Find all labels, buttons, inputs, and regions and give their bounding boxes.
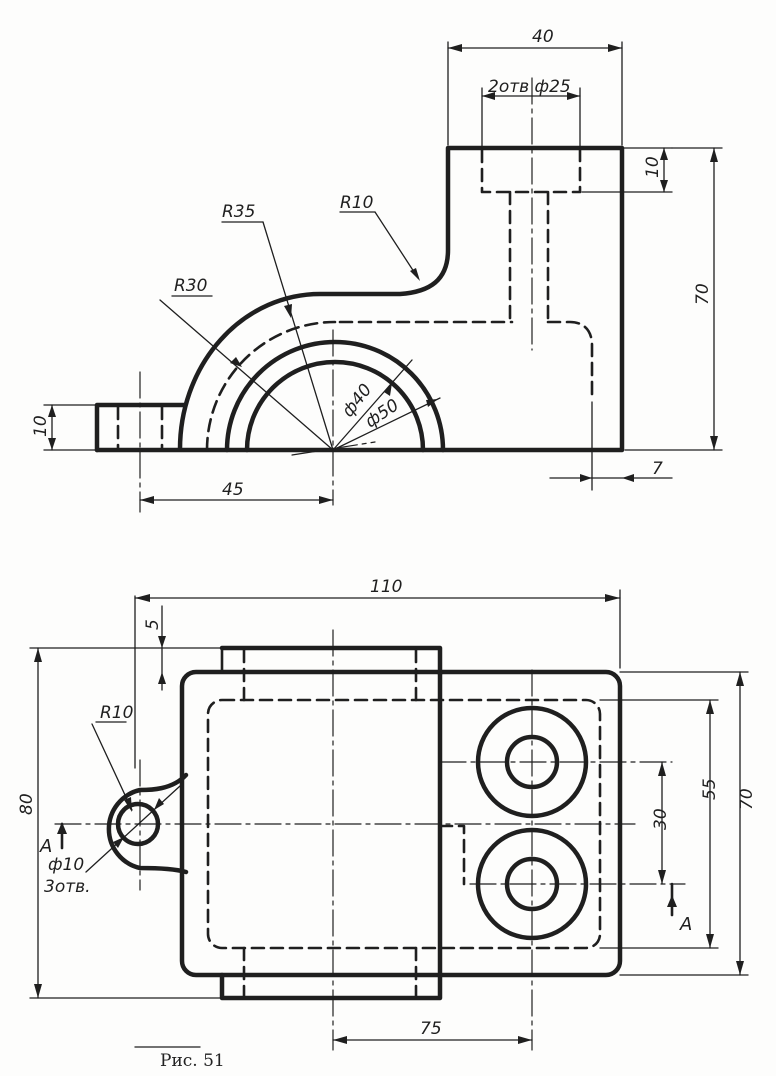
leader-r35: R35 xyxy=(221,202,334,451)
dim-holes: 2отв ф25 xyxy=(481,77,581,151)
section-a-left-label: A xyxy=(39,836,52,857)
dim-top-70-label: 70 xyxy=(737,788,757,810)
leader-top-r10: R10 xyxy=(91,703,133,812)
figure-caption: Рис. 51 xyxy=(160,1051,225,1071)
leader-r35-label: R35 xyxy=(222,202,255,222)
dim-10-top: 10 xyxy=(581,147,673,193)
leader-phi10-label: ф10 xyxy=(48,855,84,875)
dim-lug-10: 10 xyxy=(31,404,96,451)
section-a-right: A xyxy=(667,882,692,935)
dim-75-label: 75 xyxy=(420,1019,442,1039)
front-view: 40 2отв ф25 10 70 xyxy=(31,27,723,513)
front-lug xyxy=(94,402,188,453)
dim-75: 75 xyxy=(332,1019,533,1044)
dim-70-label: 70 xyxy=(693,283,713,305)
dim-80-label: 80 xyxy=(17,793,37,815)
hidden-pocket xyxy=(546,320,594,402)
dim-lug-10-label: 10 xyxy=(31,415,51,437)
top-block-bottom xyxy=(219,972,443,1001)
section-step xyxy=(438,824,466,886)
dim-30-label: 30 xyxy=(651,808,671,830)
leader-top-phi10: ф10 3отв. xyxy=(44,785,181,897)
leader-r10: R10 xyxy=(339,193,420,281)
dim-45: 45 xyxy=(139,480,334,504)
dim-80: 80 xyxy=(17,647,223,999)
dim-45-label: 45 xyxy=(222,480,244,500)
top-block-top xyxy=(219,645,443,677)
dim-70: 70 xyxy=(624,147,723,451)
dim-110-label: 110 xyxy=(370,577,402,597)
top-lug xyxy=(106,772,189,875)
dim-55-label: 55 xyxy=(700,778,720,800)
hole-1-inner xyxy=(504,734,560,790)
section-a-left: A xyxy=(39,822,67,857)
dim-10-top-label: 10 xyxy=(643,156,663,178)
section-a-right-label: A xyxy=(679,914,692,935)
leader-r10-label: R10 xyxy=(340,193,373,213)
leader-top-r10-label: R10 xyxy=(100,703,133,723)
dim-holes-label: 2отв ф25 xyxy=(488,77,571,97)
front-outline xyxy=(94,145,625,453)
dim-7-label: 7 xyxy=(652,459,663,479)
dim-top-70: 70 xyxy=(619,671,757,976)
hole-counterbore xyxy=(480,148,582,194)
leader-r30: R30 xyxy=(159,276,334,451)
dim-40-label: 40 xyxy=(532,27,554,47)
leader-3holes-label: 3отв. xyxy=(44,877,91,897)
leader-r30-label: R30 xyxy=(174,276,207,296)
arc-r30-hidden xyxy=(205,320,337,452)
top-view: 110 5 80 70 xyxy=(17,577,757,1051)
dim-40: 40 xyxy=(447,27,623,146)
dim-55: 55 xyxy=(599,699,720,949)
dim-5-label: 5 xyxy=(143,619,163,630)
dim-30: 30 xyxy=(651,761,671,885)
dim-7: 7 xyxy=(549,401,673,491)
dim-110: 110 xyxy=(134,577,621,769)
arc-phi50 xyxy=(224,339,446,453)
